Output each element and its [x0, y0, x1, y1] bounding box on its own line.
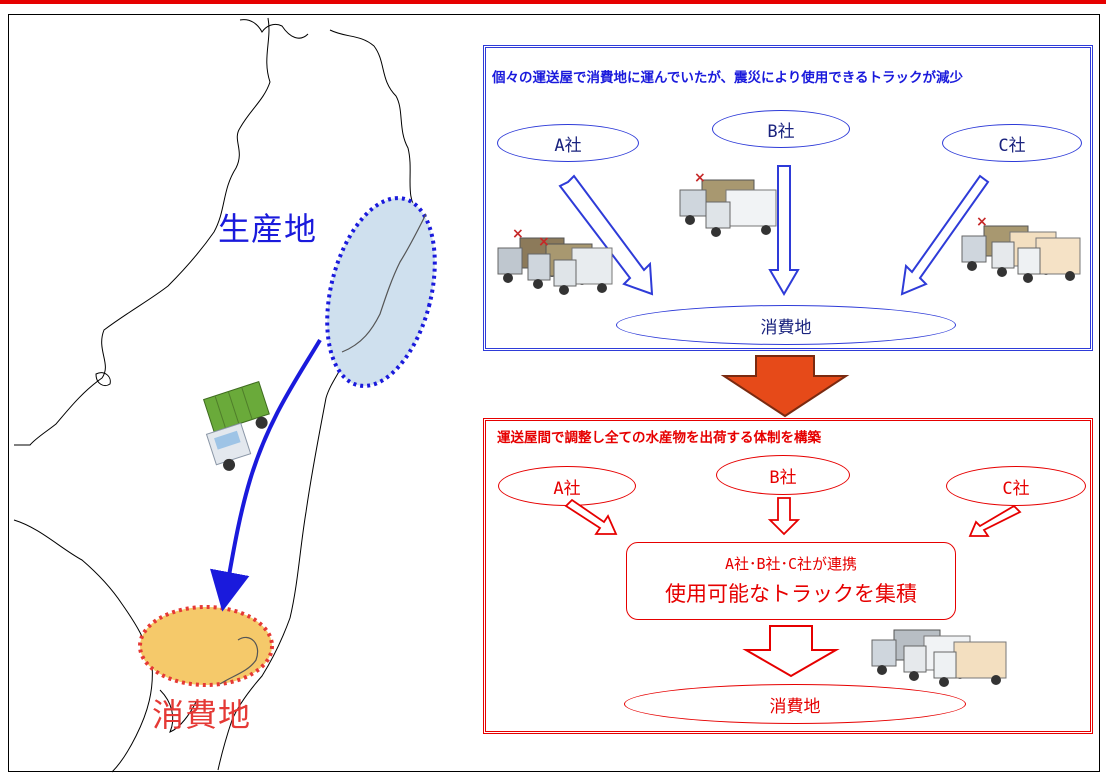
before-company-b: B社	[712, 110, 850, 148]
after-trucks-icon	[871, 629, 1007, 687]
before-trucks-b-icon: ×	[679, 170, 777, 237]
before-trucks-a-icon: × ×	[497, 226, 613, 295]
before-company-a: A社	[497, 124, 639, 162]
after-title: 運送屋間で調整し全ての水産物を出荷する体制を構築	[497, 430, 821, 446]
svg-text:×: ×	[538, 234, 550, 250]
after-arrow-b	[767, 497, 801, 536]
before-title: 個々の運送屋で消費地に運んでいたが、震災により使用できるトラックが減少	[492, 70, 964, 86]
map-truck-icon	[202, 380, 270, 471]
after-arrow-c	[968, 504, 1022, 537]
outer-frame	[8, 14, 1100, 772]
cooperation-line1: A社･B社･C社が連携	[724, 555, 858, 573]
route-arrow	[210, 338, 322, 612]
after-arrow-a	[564, 498, 618, 535]
svg-text:×: ×	[976, 214, 988, 230]
svg-text:×: ×	[512, 226, 524, 242]
coastline-west	[14, 17, 271, 446]
coastline-south-west	[13, 519, 153, 773]
island-small	[95, 372, 111, 387]
svg-text:×: ×	[694, 170, 706, 186]
production-label: 生産地	[218, 210, 318, 248]
before-company-c: C社	[942, 124, 1082, 162]
consumption-label: 消費地	[152, 696, 252, 734]
production-coast-detail	[341, 213, 427, 353]
coastline-north	[239, 19, 309, 39]
cooperation-line2: 使用可能なトラックを集積	[665, 582, 917, 606]
transition-arrow	[720, 355, 850, 418]
after-arrow-main	[742, 625, 840, 678]
production-area	[325, 196, 437, 388]
before-arrow-c	[900, 174, 990, 296]
before-trucks-c-icon: ×	[961, 214, 1081, 283]
after-company-c: C社	[946, 466, 1086, 506]
cooperation-box: A社･B社･C社が連携 使用可能なトラックを集積	[626, 542, 956, 620]
consumption-coast-detail	[219, 636, 259, 685]
after-destination: 消費地	[624, 684, 966, 724]
before-destination: 消費地	[616, 305, 956, 345]
top-red-rule	[0, 0, 1106, 4]
before-arrow-b	[768, 165, 800, 296]
before-arrow-a	[558, 174, 654, 296]
consumption-area	[138, 605, 274, 687]
after-company-b: B社	[716, 455, 850, 495]
peninsula-south	[159, 689, 197, 733]
